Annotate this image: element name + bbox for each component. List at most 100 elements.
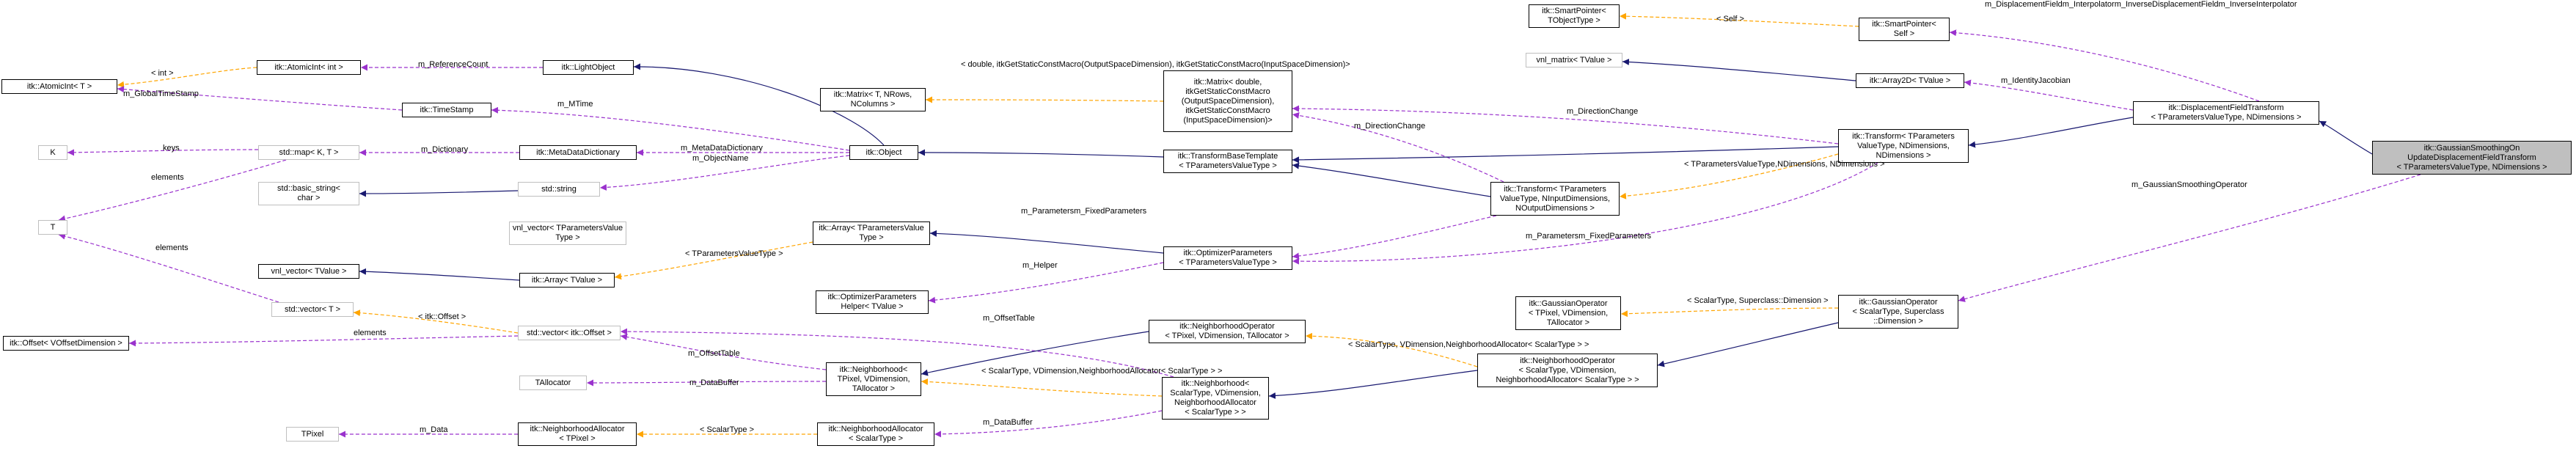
edge-elements-offset — [128, 335, 519, 347]
node-text-line: itk::Transform< TParameters — [1504, 184, 1606, 194]
node-tpixel[interactable]: TPixel — [286, 427, 339, 442]
edge-label-text-line: < TParametersValueType > — [685, 249, 783, 258]
edge-label-itk-offset: < itk::Offset > — [418, 312, 466, 321]
node-text-line: < TParametersValueType, NDimensions > — [2396, 162, 2547, 172]
edge-lightobject-object — [633, 63, 885, 146]
node-neighborhoodoperator-scalar[interactable]: itk::NeighborhoodOperator< ScalarType, V… — [1477, 354, 1658, 387]
node-atomicint-t[interactable]: itk::AtomicInt< T > — [1, 79, 117, 94]
node-text-line: NDimensions > — [1876, 150, 1931, 160]
edge-label-text-line: m_FixedParameters — [1074, 207, 1147, 216]
node-text-line: TAllocator > — [1546, 318, 1590, 327]
node-neighborhood-tpixel[interactable]: itk::Neighborhood<TPixel, VDimension,TAl… — [826, 362, 921, 396]
node-k[interactable]: K — [38, 145, 67, 160]
edge-label-elements-offset: elements — [354, 329, 387, 337]
node-offset[interactable]: itk::Offset< VOffsetDimension > — [3, 336, 129, 351]
node-text-line: NeighborhoodAllocator — [1174, 398, 1256, 407]
node-neighborhoodallocator-scalar[interactable]: itk::NeighborhoodAllocator< ScalarType > — [817, 422, 934, 446]
edge-arraytparams-optimizerparams — [929, 230, 1164, 254]
node-array2d[interactable]: itk::Array2D< TValue > — [1856, 73, 1964, 88]
node-tallocator[interactable]: TAllocator — [519, 376, 587, 390]
node-vnl-matrix[interactable]: vnl_matrix< TValue > — [1526, 53, 1622, 67]
node-std-vector-t[interactable]: std::vector< T > — [271, 302, 354, 317]
edge-displacementfield-focus — [2319, 120, 2373, 155]
edge-label-text-line: < ScalarType, Superclass — [1687, 296, 1779, 305]
node-smartpointer-tobject[interactable]: itk::SmartPointer<TObjectType > — [1529, 4, 1620, 28]
node-atomicint-int[interactable]: itk::AtomicInt< int > — [257, 60, 361, 75]
node-text-line: (OutputSpaceDimension), — [1181, 96, 1275, 106]
edge-label-text-line: m_InverseInterpolator — [2218, 0, 2297, 9]
edge-label-m-directionchange-1: m_DirectionChange — [1354, 122, 1425, 131]
node-text-line: K — [50, 147, 56, 157]
node-text-line: UpdateDisplacementFieldTransform — [2407, 153, 2536, 162]
edge-label-text-line: m_OffsetTable — [983, 314, 1035, 323]
edge-label-m-objectname: m_ObjectName — [692, 154, 748, 163]
node-timestamp[interactable]: itk::TimeStamp — [402, 103, 491, 117]
node-metadatadictionary[interactable]: itk::MetaDataDictionary — [519, 145, 637, 160]
node-optimizerparameters[interactable]: itk::OptimizerParameters< TParametersVal… — [1163, 246, 1292, 270]
node-text-line: < TPixel, VDimension, — [1528, 308, 1609, 318]
edge-transformbase-transform — [1292, 162, 1491, 197]
node-matrix-double[interactable]: itk::Matrix< double,itkGetStaticConstMac… — [1163, 70, 1292, 132]
node-object[interactable]: itk::Object — [849, 145, 918, 160]
node-matrix-generic[interactable]: itk::Matrix< T, NRows,NColumns > — [820, 88, 926, 111]
edge-label-m-mtime: m_MTime — [557, 100, 593, 109]
node-text-line: itk::AtomicInt< int > — [274, 62, 343, 72]
edge-m-displacementfield — [1949, 29, 2260, 102]
edge-label-text-line: < ScalarType, VDimension, — [981, 367, 1079, 376]
node-smartpointer-self[interactable]: itk::SmartPointer<Self > — [1859, 18, 1950, 41]
edge-label-text-line: m_ReferenceCount — [418, 60, 489, 69]
node-t[interactable]: T — [38, 220, 67, 235]
node-gaussianoperator-scalar[interactable]: itk::GaussianOperator< ScalarType, Super… — [1838, 295, 1958, 329]
node-text-line: ScalarType, VDimension, — [1170, 389, 1261, 398]
node-std-map[interactable]: std::map< K, T > — [258, 145, 359, 160]
edge-neighborhoodop-gaussian-scalar — [1657, 322, 1839, 367]
edge-label-text-line: m_MTime — [557, 100, 593, 109]
node-std-string[interactable]: std::string — [518, 182, 600, 197]
edge-label-text-line: < Self > — [1716, 15, 1744, 23]
node-text-line: itk::OptimizerParameters — [1183, 249, 1273, 257]
node-text-line: itk::GaussianSmoothingOn — [2423, 143, 2520, 153]
edge-label-text-line: Macro(OutputSpaceDimension) — [1058, 60, 1172, 69]
edge-label-text-line: , itkGetStaticConstMacro(InputSpace — [1171, 60, 1305, 69]
node-neighborhoodoperator-tpixel[interactable]: itk::NeighborhoodOperator< TPixel, VDime… — [1149, 320, 1306, 343]
edge-label-text-line: NDimensions, NDimensions > — [1777, 160, 1885, 169]
edge-basicstring-string — [359, 190, 519, 197]
node-neighborhood-scalar[interactable]: itk::Neighborhood<ScalarType, VDimension… — [1162, 377, 1269, 420]
node-basic-string[interactable]: std::basic_string<char > — [258, 182, 359, 205]
edge-label-text-line: m_Helper — [1022, 261, 1058, 270]
node-neighborhoodallocator-tpixel[interactable]: itk::NeighborhoodAllocator< TPixel > — [518, 422, 637, 446]
edge-gaussian-tmpl — [1620, 307, 1839, 318]
node-text-line: vnl_vector< TValue > — [271, 266, 347, 276]
node-displacementfieldtransform[interactable]: itk::DisplacementFieldTransform< TParame… — [2133, 101, 2319, 125]
edge-label-transform-tmpl: < TParametersValueType,NDimensions, NDim… — [1684, 160, 1885, 169]
node-array-tvalue[interactable]: itk::Array< TValue > — [519, 273, 615, 288]
edge-label-m-identityjacobian: m_IdentityJacobian — [2001, 76, 2071, 85]
node-text-line: Type > — [859, 233, 884, 242]
edge-label-text-line: < int > — [151, 69, 174, 78]
node-vnl-vector-tvalue[interactable]: vnl_vector< TValue > — [258, 264, 359, 279]
edge-label-text-line: elements — [151, 173, 184, 182]
node-lightobject[interactable]: itk::LightObject — [543, 60, 634, 75]
node-text-line: itk::Object — [866, 147, 902, 157]
edge-label-text-line: m_Parameters — [1021, 207, 1075, 216]
edge-label-text-line: NeighborhoodAllocator — [1078, 367, 1161, 376]
edge-neighborhood-scalar-op — [1268, 370, 1478, 399]
edge-label-text-line: m_InverseDisplacementField — [2114, 0, 2219, 9]
edge-label-text-line: < double, itkGetStaticConst — [961, 60, 1059, 69]
edge-neighborhood-tmpl-1 — [921, 378, 1163, 397]
edge-label-text-line: Dimension)> — [1304, 60, 1350, 69]
edge-label-self: < Self > — [1716, 15, 1744, 23]
edge-elements-vector — [58, 233, 279, 303]
edge-label-text-line: m_ObjectName — [692, 154, 749, 163]
node-transformbasetemplate[interactable]: itk::TransformBaseTemplate< TParametersV… — [1163, 150, 1292, 173]
node-gaussianoperator-tpixel[interactable]: itk::GaussianOperator< TPixel, VDimensio… — [1515, 296, 1621, 330]
node-text-line: TAllocator — [535, 378, 571, 387]
node-std-vector-offset[interactable]: std::vector< itk::Offset > — [518, 326, 621, 340]
edge-m-identityjacobian — [1964, 79, 2134, 111]
